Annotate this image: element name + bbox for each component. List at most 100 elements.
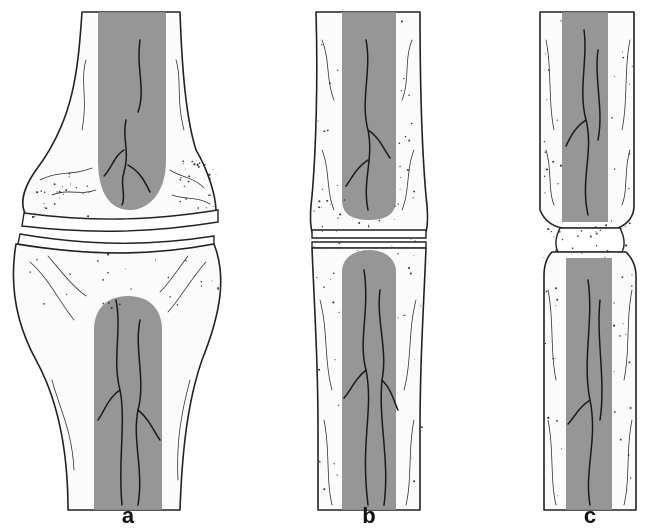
speckle-dot xyxy=(323,488,325,490)
speckle-dot xyxy=(631,274,632,275)
panel-label-b: b xyxy=(362,505,375,527)
speckle-dot xyxy=(169,296,171,298)
speckle-dot xyxy=(59,198,60,199)
speckle-dot xyxy=(400,241,401,242)
speckle-dot xyxy=(581,252,582,253)
speckle-dot xyxy=(614,168,615,169)
speckle-dot xyxy=(628,188,629,189)
speckle-dot xyxy=(318,369,320,371)
speckle-dot xyxy=(425,200,426,201)
speckle-dot xyxy=(413,191,415,193)
speckle-dot xyxy=(337,474,338,475)
speckle-dot xyxy=(30,271,31,272)
speckle-dot xyxy=(333,272,335,274)
speckle-dot xyxy=(183,160,185,162)
speckle-dot xyxy=(546,99,547,100)
speckle-dot xyxy=(59,191,61,193)
panel-c-cartilage xyxy=(556,228,624,252)
speckle-dot xyxy=(408,94,409,95)
panel-c-joint xyxy=(540,12,636,510)
speckle-dot xyxy=(36,191,38,193)
speckle-dot xyxy=(368,226,370,228)
speckle-dot xyxy=(400,189,401,190)
speckle-dot xyxy=(318,121,319,122)
speckle-dot xyxy=(41,190,43,192)
speckle-dot xyxy=(326,200,328,202)
speckle-dot xyxy=(215,174,216,175)
speckle-dot xyxy=(399,143,401,145)
speckle-dot xyxy=(45,207,47,209)
speckle-dot xyxy=(581,230,583,232)
speckle-dot xyxy=(413,480,415,482)
speckle-dot xyxy=(364,251,365,252)
speckle-dot xyxy=(199,163,200,164)
speckle-dot xyxy=(411,123,413,125)
speckle-dot xyxy=(633,147,634,148)
speckle-dot xyxy=(561,448,562,449)
speckle-dot xyxy=(36,259,37,260)
speckle-dot xyxy=(188,181,190,183)
speckle-dot xyxy=(628,153,630,155)
speckle-dot xyxy=(595,226,597,228)
speckle-dot xyxy=(330,204,331,205)
speckle-dot xyxy=(321,207,322,208)
speckle-dot xyxy=(197,207,199,209)
speckle-dot xyxy=(213,206,214,207)
speckle-dot xyxy=(339,242,341,244)
speckle-dot xyxy=(545,53,546,54)
speckle-dot xyxy=(193,163,195,165)
speckle-dot xyxy=(552,161,554,163)
speckle-dot xyxy=(319,461,321,463)
speckle-dot xyxy=(411,458,412,459)
speckle-dot xyxy=(44,191,46,193)
speckle-dot xyxy=(403,78,404,79)
speckle-dot xyxy=(412,197,413,198)
speckle-dot xyxy=(596,233,598,235)
speckle-dot xyxy=(555,287,557,289)
speckle-dot xyxy=(547,417,549,419)
speckle-dot xyxy=(400,177,401,178)
speckle-dot xyxy=(337,185,338,186)
speckle-dot xyxy=(333,463,334,464)
speckle-dot xyxy=(70,183,71,184)
speckle-dot xyxy=(34,213,36,215)
speckle-dot xyxy=(168,277,170,279)
speckle-dot xyxy=(628,454,630,456)
speckle-dot xyxy=(548,69,550,71)
speckle-dot xyxy=(197,164,199,166)
speckle-dot xyxy=(338,405,339,406)
speckle-dot xyxy=(339,213,341,215)
speckle-dot xyxy=(321,44,322,45)
speckle-dot xyxy=(600,229,601,230)
panel-label-c: c xyxy=(584,505,596,527)
speckle-dot xyxy=(69,176,70,177)
speckle-dot xyxy=(217,287,219,289)
speckle-dot xyxy=(557,183,558,184)
panel-b-upper-marrow xyxy=(342,12,396,220)
speckle-dot xyxy=(107,272,109,274)
speckle-dot xyxy=(54,203,56,205)
speckle-dot xyxy=(556,249,557,250)
speckle-dot xyxy=(622,51,623,52)
speckle-dot xyxy=(180,177,181,178)
speckle-dot xyxy=(557,495,558,496)
speckle-dot xyxy=(401,20,403,22)
panel-b-lower-marrow xyxy=(342,250,396,510)
speckle-dot xyxy=(405,136,407,138)
speckle-dot xyxy=(63,194,64,195)
speckle-dot xyxy=(544,192,545,193)
speckle-dot xyxy=(604,257,605,258)
panel-b-cartilage-upper xyxy=(312,230,426,238)
speckle-dot xyxy=(44,203,45,204)
speckle-dot xyxy=(338,312,339,313)
speckle-dot xyxy=(213,169,214,170)
speckle-dot xyxy=(611,117,613,119)
speckle-dot xyxy=(329,82,331,84)
speckle-dot xyxy=(103,303,105,305)
speckle-dot xyxy=(191,161,193,163)
speckle-dot xyxy=(628,361,630,363)
speckle-dot xyxy=(562,239,563,240)
speckle-dot xyxy=(559,231,561,233)
speckle-dot xyxy=(622,276,624,278)
speckle-dot xyxy=(184,186,185,187)
